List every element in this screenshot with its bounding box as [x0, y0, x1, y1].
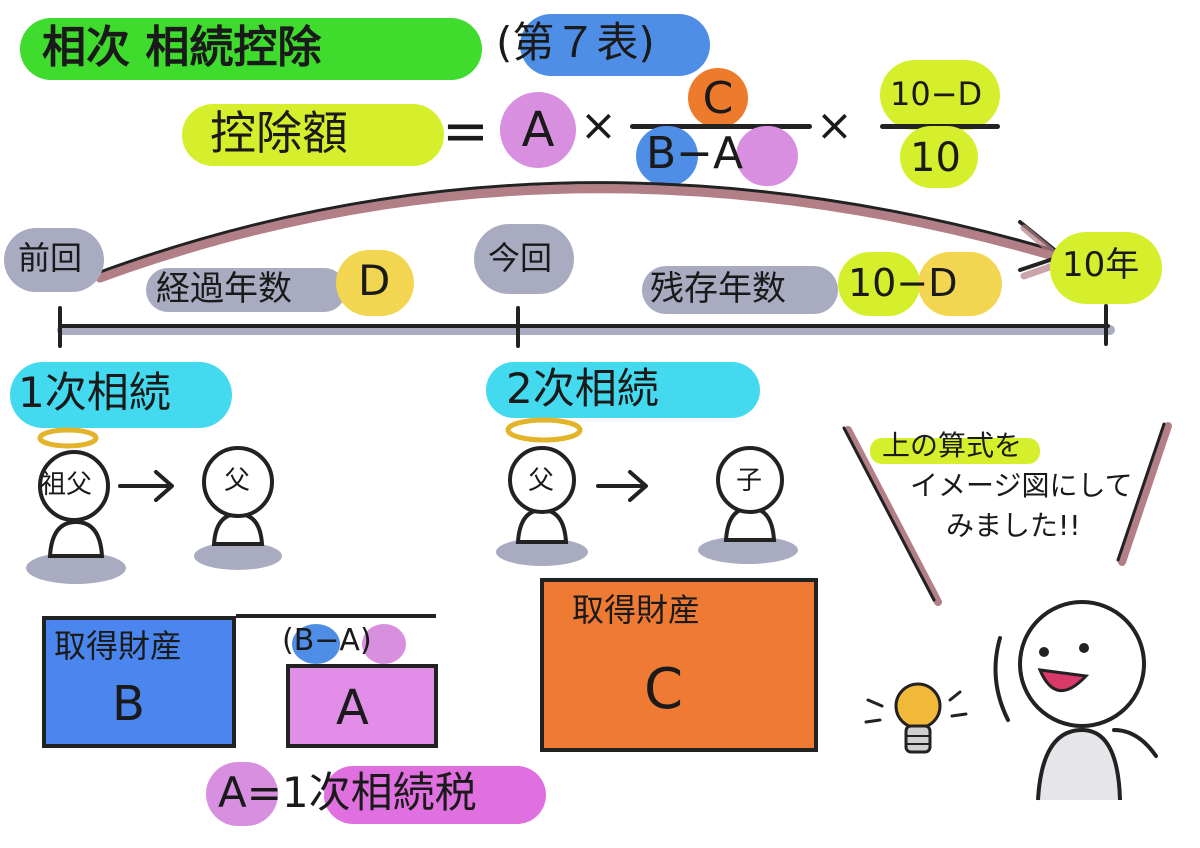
second-box [540, 578, 818, 752]
speech-line3: みました!! [946, 509, 1081, 542]
first-note-highlight-1 [206, 762, 278, 826]
formula-frac2-num-circle [880, 60, 1000, 130]
halo-icon [505, 417, 583, 443]
timeline-end-bubble [1050, 232, 1162, 304]
first-box-b-label: 取得財産 [54, 627, 183, 665]
character-arm [1112, 728, 1158, 758]
title-sub-highlight [520, 14, 710, 76]
second-heading: 2次相続 [506, 364, 659, 413]
timeline-now-bubble [474, 224, 574, 294]
timeline-elapsed-var-circle [336, 250, 414, 316]
formula-numerator: C [702, 72, 734, 124]
timeline-end: 10年 [1062, 245, 1140, 285]
formula-frac2-num: 10−D [890, 75, 983, 113]
arrow-icon-head [628, 470, 648, 502]
speech-lines [842, 422, 1172, 606]
speech-line-left-ink [842, 426, 936, 602]
speech-line-right-ink [1116, 422, 1166, 562]
timeline-elapsed-var: D [358, 256, 391, 305]
first-box-b [42, 616, 236, 748]
formula-label-highlight [182, 104, 444, 166]
figure-head [38, 450, 110, 522]
figure-shadow [698, 536, 798, 564]
formula-fraction-line-1 [630, 124, 812, 129]
timeline-arc-path-inner [98, 181, 1062, 274]
character-figure [993, 600, 1158, 801]
formula-a2-circle [736, 126, 798, 186]
timeline-elapsed-bubble [146, 268, 346, 312]
title-highlight [20, 18, 482, 80]
character-body [1036, 727, 1122, 801]
lightbulb-icon [864, 682, 968, 754]
formula-a-circle: A [500, 92, 576, 168]
timeline-remaining-var-circle-1 [838, 252, 920, 316]
figure-body [47, 519, 105, 558]
figure-shadow [26, 552, 126, 584]
speech-line-left [844, 426, 942, 606]
figure-body [211, 511, 265, 546]
halo-icon [37, 427, 99, 449]
title-sub: (第７表) [496, 18, 655, 67]
first-note: A=1次相続税 [218, 768, 477, 817]
speech-line1-highlight [870, 438, 1040, 464]
first-paren-a-circle [362, 624, 406, 664]
figure-head [716, 446, 784, 514]
character-head [1018, 600, 1146, 728]
figure-head [508, 446, 576, 514]
first-heading-highlight [10, 362, 232, 428]
first-paren-top-line [236, 614, 436, 618]
second-from: 父 [528, 466, 555, 496]
formula-frac2-den: 10 [910, 135, 961, 181]
first-box-b-var: B [112, 676, 145, 732]
timeline-remaining-var: 10−D [848, 261, 958, 305]
figure-shadow [496, 538, 588, 566]
formula-a: A [521, 102, 555, 158]
formula-times-2: × [816, 100, 853, 151]
speech-line2: イメージ図にして [910, 469, 1133, 502]
speech-line-right [1118, 422, 1172, 566]
formula-b-circle [636, 126, 698, 186]
second-to: 子 [736, 466, 763, 496]
first-from: 祖父 [40, 470, 93, 500]
first-paren-b-circle [292, 624, 340, 664]
first-heading: 1次相続 [18, 368, 171, 417]
figure-body [515, 507, 569, 544]
arrow-icon-head [154, 470, 174, 502]
first-box-a-var: A [336, 680, 369, 736]
formula-denominator: B−A [646, 128, 744, 179]
timeline-elapsed: 経過年数 [156, 269, 292, 309]
timeline-remaining-bubble [642, 266, 838, 314]
first-note-highlight-2 [324, 766, 546, 824]
first-box-a [286, 664, 438, 748]
timeline-prev-bubble [4, 228, 104, 292]
formula-label: 控除額 [210, 106, 348, 160]
second-box-label: 取得財産 [572, 591, 701, 629]
timeline-remaining-var-circle-2 [918, 252, 1002, 316]
figure-head [202, 446, 274, 518]
formula-equals: = [442, 99, 489, 164]
formula-frac2-den-circle [900, 126, 978, 188]
figure-shadow [194, 542, 282, 570]
timeline-prev: 前回 [18, 239, 83, 277]
second-figures [496, 417, 798, 566]
speech-line1: 上の算式を [882, 429, 1023, 462]
second-box-var: C [644, 657, 684, 722]
first-figures [26, 427, 282, 584]
character-arm [993, 636, 1010, 722]
first-to: 父 [224, 466, 251, 496]
title-main: 相次 相続控除 [42, 22, 322, 73]
first-paren: (B−A) [282, 623, 372, 658]
second-heading-highlight [486, 362, 760, 418]
formula-c-circle: C [688, 68, 748, 128]
timeline-now: 今回 [488, 239, 553, 277]
character-mouth [1037, 668, 1090, 693]
timeline-remaining: 残存年数 [650, 269, 786, 309]
formula-times-1: × [580, 100, 617, 151]
